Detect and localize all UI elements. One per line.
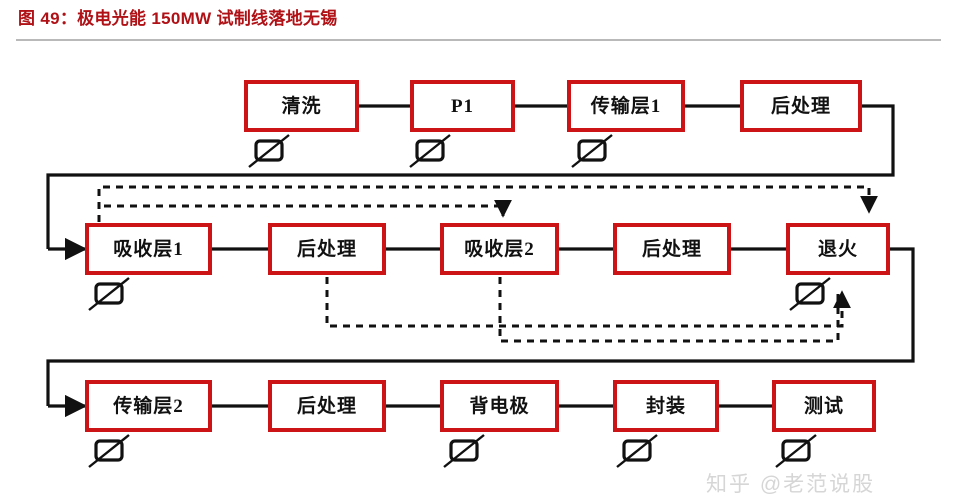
wire-hc1-to-xishou1 — [46, 104, 895, 249]
annotation-marker-icon — [409, 134, 451, 168]
dash-xishou2-to-tuihuo — [498, 277, 840, 343]
figure-title-bar: 图 49：极电光能 150MW 试制线落地无锡 — [0, 0, 955, 44]
process-box-houchuli-3[interactable]: 后处理 — [613, 223, 731, 275]
process-box-houchuli-4[interactable]: 后处理 — [268, 380, 386, 432]
process-box-label: 封装 — [645, 395, 686, 417]
process-box-label: 吸收层2 — [464, 238, 535, 260]
process-box-ceshi[interactable]: 测试 — [772, 380, 876, 432]
dash-xishou1-to-tuihuo — [97, 185, 878, 222]
dash-xishou1-to-xishou2 — [104, 199, 512, 218]
process-box-chuanshuceng2[interactable]: 传输层2 — [85, 380, 212, 432]
annotation-marker-icon — [88, 277, 130, 311]
process-box-label: 退火 — [817, 238, 858, 260]
annotation-marker-icon — [443, 434, 485, 468]
page-title: 图 49：极电光能 150MW 试制线落地无锡 — [18, 9, 338, 28]
annotation-marker-icon — [775, 434, 817, 468]
annotation-marker-icon — [616, 434, 658, 468]
process-box-fengzhuang[interactable]: 封装 — [613, 380, 719, 432]
process-box-p1[interactable]: P1 — [410, 80, 515, 132]
process-box-label: P1 — [450, 95, 475, 117]
process-box-xishouceng2[interactable]: 吸收层2 — [440, 223, 559, 275]
process-box-label: 传输层2 — [113, 395, 184, 417]
annotation-marker-icon — [248, 134, 290, 168]
process-box-chuanshuceng1[interactable]: 传输层1 — [567, 80, 685, 132]
annotation-marker-icon — [571, 134, 613, 168]
process-box-label: 传输层1 — [590, 95, 662, 117]
process-flow-diagram: 清洗 P1 传输层1 后处理 — [0, 44, 955, 496]
process-box-label: 清洗 — [281, 95, 322, 117]
process-box-houchuli-1[interactable]: 后处理 — [740, 80, 862, 132]
process-box-qingxi[interactable]: 清洗 — [244, 80, 359, 132]
watermark-text: 知乎 @老范说股 — [706, 473, 876, 496]
process-box-xishouceng1[interactable]: 吸收层1 — [85, 223, 212, 275]
process-box-beidianji[interactable]: 背电极 — [440, 380, 559, 432]
process-box-houchuli-2[interactable]: 后处理 — [268, 223, 386, 275]
process-box-label: 背电极 — [469, 395, 530, 417]
connector-layer — [46, 104, 915, 418]
title-divider — [16, 39, 941, 41]
process-box-label: 后处理 — [770, 95, 831, 117]
process-box-tuihuo[interactable]: 退火 — [786, 223, 890, 275]
process-box-label: 吸收层1 — [113, 238, 184, 260]
wire-tuihuo-to-chuanshu2 — [46, 247, 915, 406]
process-box-label: 后处理 — [296, 238, 357, 260]
annotation-marker-icon — [789, 277, 831, 311]
process-box-label: 后处理 — [641, 238, 702, 260]
process-box-label: 后处理 — [296, 395, 357, 417]
process-box-label: 测试 — [803, 395, 844, 417]
annotation-marker-icon — [88, 434, 130, 468]
dash-hc2-to-tuihuo — [325, 277, 851, 328]
